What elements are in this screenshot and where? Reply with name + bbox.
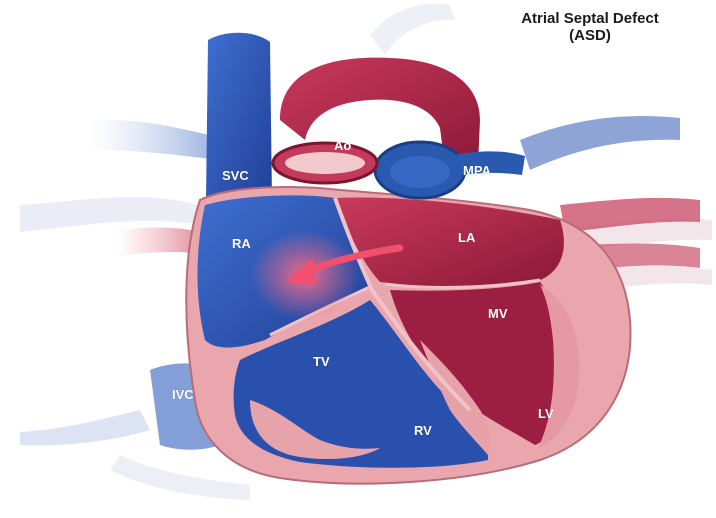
label-ivc: IVC xyxy=(172,387,194,402)
label-rv: RV xyxy=(414,423,432,438)
label-tv: TV xyxy=(313,354,330,369)
label-ra: RA xyxy=(232,236,251,251)
label-mpa: MPA xyxy=(463,163,492,178)
pulmonary-artery-branch xyxy=(520,116,680,170)
diagram-title: Atrial Septal Defect (ASD) xyxy=(470,10,710,44)
title-line-2: (ASD) xyxy=(470,27,710,44)
title-line-1: Atrial Septal Defect xyxy=(470,10,710,27)
label-lv: LV xyxy=(538,406,554,421)
label-ao: Ao xyxy=(334,138,351,153)
label-mv: MV xyxy=(488,306,508,321)
label-svc: SVC xyxy=(222,168,249,183)
label-la: LA xyxy=(458,230,476,245)
